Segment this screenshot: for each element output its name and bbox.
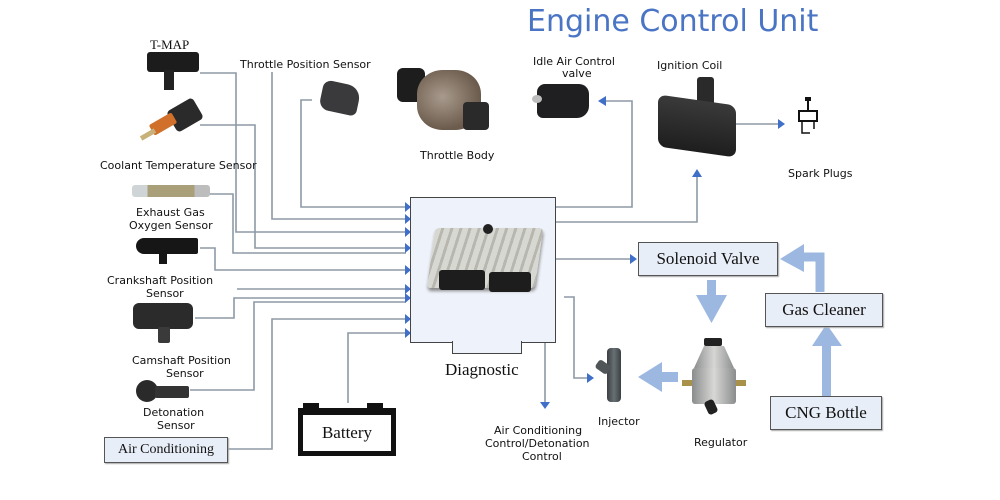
crankshaft-sensor-label-2: Sensor xyxy=(146,287,184,300)
injector-label: Injector xyxy=(598,415,640,428)
gas-cleaner-box: Gas Cleaner xyxy=(765,293,883,327)
ac-detonation-control-label-1: Air Conditioning xyxy=(494,424,583,437)
ignition-coil-image xyxy=(658,94,736,158)
regulator-label: Regulator xyxy=(694,436,748,449)
idle-air-control-tip xyxy=(532,95,542,103)
spark-plugs-label: Spark Plugs xyxy=(788,167,853,180)
detonation-sensor-label-2: Sensor xyxy=(157,419,195,432)
arrow-head xyxy=(405,214,411,224)
wire-ignition xyxy=(555,176,698,223)
battery-terminal-left xyxy=(303,403,319,409)
idle-air-control-label-2: valve xyxy=(562,67,592,80)
gas-cleaner-label: Gas Cleaner xyxy=(782,300,866,319)
wire-tps-label xyxy=(271,72,406,220)
idle-air-control-label-1: Idle Air Control xyxy=(533,55,615,68)
detonation-sensor-label-1: Detonation xyxy=(143,406,205,419)
ac-detonation-control-label-3: Control xyxy=(522,450,562,463)
camshaft-sensor-label-2: Sensor xyxy=(166,367,204,380)
air-conditioning-label: Air Conditioning xyxy=(117,442,215,457)
exhaust-gas-sensor-label-2: Oxygen Sensor xyxy=(129,219,213,232)
arrow-head-ignition xyxy=(692,169,702,177)
ecu-connector-right xyxy=(489,272,531,292)
arrow-head xyxy=(405,284,411,294)
diagnostic-port xyxy=(452,341,522,354)
idle-air-control-image xyxy=(537,84,589,118)
wire-idle-air xyxy=(555,100,633,208)
coolant-temperature-sensor-label: Coolant Temperature Sensor xyxy=(100,159,257,172)
ac-detonation-control-label-2: Control/Detonation xyxy=(485,437,590,450)
flow-arrow-solenoid-to-regulator xyxy=(696,280,727,323)
detonation-sensor-image xyxy=(136,380,158,402)
wire-ac xyxy=(228,318,406,450)
flow-arrow-cng-to-cleaner xyxy=(812,324,842,396)
solenoid-valve-box: Solenoid Valve xyxy=(638,242,778,276)
gas-flow-arrows xyxy=(638,244,842,396)
camshaft-sensor-mount xyxy=(158,327,170,343)
wire-injector xyxy=(564,296,590,379)
detonation-sensor-connector xyxy=(155,386,189,398)
spark-plug-icon xyxy=(798,97,818,134)
cng-bottle-label: CNG Bottle xyxy=(785,403,867,422)
arrow-head xyxy=(405,227,411,237)
crankshaft-sensor-label-1: Crankshaft Position xyxy=(107,274,214,287)
ecu-box xyxy=(410,197,556,343)
crankshaft-sensor-connector xyxy=(159,252,167,264)
arrow-head xyxy=(405,314,411,324)
air-conditioning-box: Air Conditioning xyxy=(104,437,228,463)
ecu-connector-left xyxy=(439,270,485,290)
flow-arrow-regulator-to-injector xyxy=(638,362,678,392)
arrow-head xyxy=(405,243,411,253)
solenoid-valve-label: Solenoid Valve xyxy=(656,249,760,268)
exhaust-gas-sensor-image xyxy=(132,185,210,197)
ignition-coil-tower xyxy=(697,77,714,107)
tmap-label: T-MAP xyxy=(150,37,190,52)
diagram-title: Engine Control Unit xyxy=(527,4,819,39)
arrow-head-ac-control xyxy=(540,402,550,409)
wire-camshaft xyxy=(195,297,406,319)
arrow-head xyxy=(405,202,411,212)
ecu-input-arrows xyxy=(405,96,785,409)
camshaft-sensor-label-1: Camshaft Position xyxy=(132,354,231,367)
battery-label: Battery xyxy=(321,423,373,442)
cng-bottle-box: CNG Bottle xyxy=(770,396,882,430)
tmap-sensor-stem xyxy=(164,70,174,90)
tmap-sensor-image xyxy=(147,52,199,72)
flow-arrow-cleaner-to-solenoid xyxy=(780,244,825,292)
ecu-cap xyxy=(483,224,493,234)
wire-detonation xyxy=(190,301,406,391)
throttle-position-sensor-label: Throttle Position Sensor xyxy=(240,58,371,71)
wire-crankshaft xyxy=(200,247,406,271)
arrow-head xyxy=(405,265,411,275)
battery-icon: Battery xyxy=(298,408,396,456)
arrow-head xyxy=(405,328,411,338)
arrow-head-spark xyxy=(778,119,785,129)
diagnostic-label: Diagnostic xyxy=(445,360,519,379)
wire-coolant xyxy=(200,124,406,249)
throttle-body-image xyxy=(397,60,492,140)
wire-exhaust xyxy=(210,193,406,254)
arrow-head xyxy=(405,293,411,303)
wire-tps xyxy=(300,99,406,208)
wire-tmap xyxy=(200,72,406,233)
wire-battery xyxy=(347,332,406,403)
arrow-head-idle-air xyxy=(598,96,606,106)
arrow-head-injector xyxy=(587,373,594,383)
crankshaft-sensor-image xyxy=(136,238,198,254)
arrow-head-solenoid xyxy=(630,254,637,264)
battery-terminal-right xyxy=(367,403,383,409)
exhaust-gas-sensor-label-1: Exhaust Gas xyxy=(136,206,205,219)
regulator-image xyxy=(682,338,746,416)
injector-image xyxy=(607,348,621,402)
throttle-body-label: Throttle Body xyxy=(420,149,495,162)
camshaft-sensor-image xyxy=(133,303,193,329)
ignition-coil-label: Ignition Coil xyxy=(657,59,723,72)
